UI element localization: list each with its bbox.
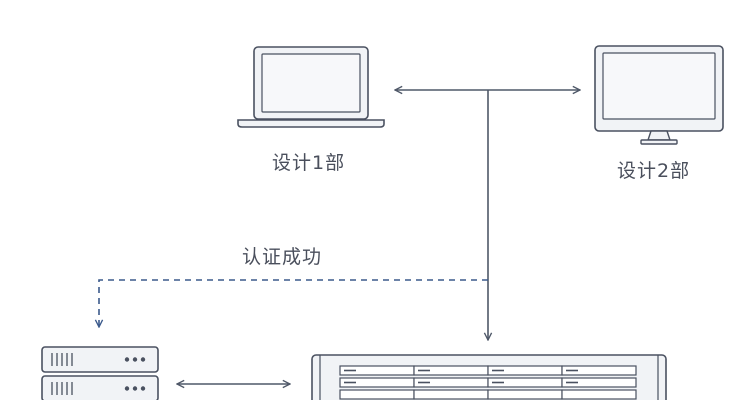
- auth-dashed-arrow: [99, 279, 488, 327]
- monitor-icon: [594, 45, 724, 145]
- server-icon: [41, 346, 159, 400]
- device2-label: 设计2部: [617, 160, 691, 182]
- laptop-icon: [237, 46, 385, 128]
- device1-label: 设计1部: [272, 152, 346, 174]
- auth-success-label: 认证成功: [242, 246, 323, 268]
- storage-array-icon: [311, 354, 667, 400]
